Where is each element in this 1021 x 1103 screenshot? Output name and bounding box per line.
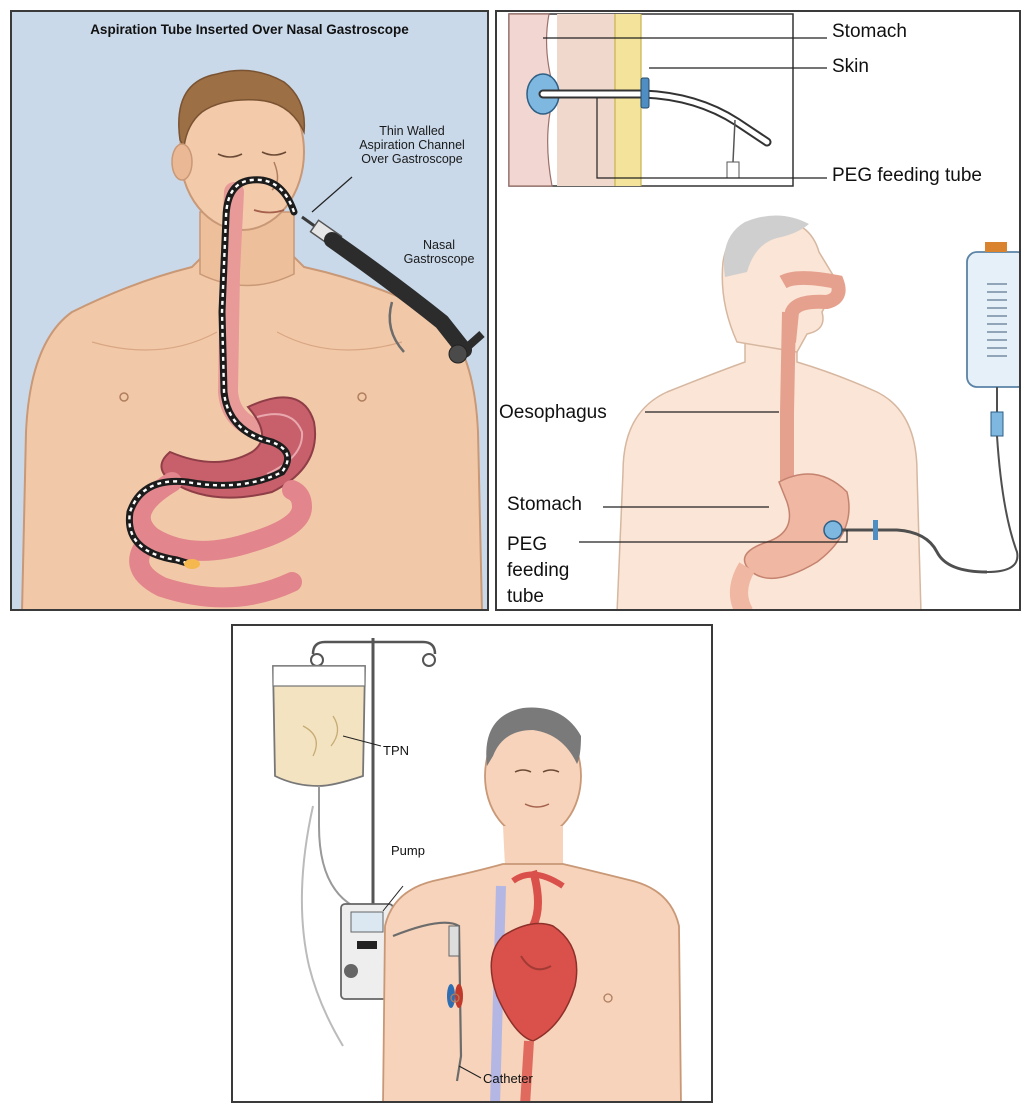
panel-peg-feeding-tube: Stomach Skin PEG feeding tube Oesophagus… [495, 10, 1021, 611]
label-inset-peg-tube: PEG feeding tube [832, 165, 982, 187]
panel-a-title: Aspiration Tube Inserted Over Nasal Gast… [12, 22, 487, 37]
label-line: PEG [507, 532, 569, 558]
peg-tube-illustration [497, 12, 1021, 611]
label-oesophagus: Oesophagus [499, 402, 607, 424]
nasal-gastroscope-illustration [12, 12, 489, 611]
label-aspiration-channel: Thin Walled Aspiration Channel Over Gast… [342, 124, 482, 166]
label-line: Over Gastroscope [342, 152, 482, 166]
label-line: Nasal [394, 238, 484, 252]
label-catheter: Catheter [483, 1071, 533, 1086]
label-line: tube [507, 584, 569, 610]
panel-nasal-gastroscope: Aspiration Tube Inserted Over Nasal Gast… [10, 10, 489, 611]
label-line: Aspiration Channel [342, 138, 482, 152]
label-line: Gastroscope [394, 252, 484, 266]
label-inset-skin: Skin [832, 56, 869, 78]
label-stomach: Stomach [507, 494, 582, 516]
label-pump: Pump [391, 843, 425, 858]
label-tpn: TPN [383, 743, 409, 758]
label-line: Thin Walled [342, 124, 482, 138]
label-nasal-gastroscope: Nasal Gastroscope [394, 238, 484, 266]
panel-tpn-infusion: TPN Pump Catheter [231, 624, 713, 1103]
tpn-illustration [233, 626, 713, 1103]
label-peg-feeding-tube: PEG feeding tube [507, 532, 569, 610]
label-inset-stomach: Stomach [832, 21, 907, 43]
label-line: feeding [507, 558, 569, 584]
